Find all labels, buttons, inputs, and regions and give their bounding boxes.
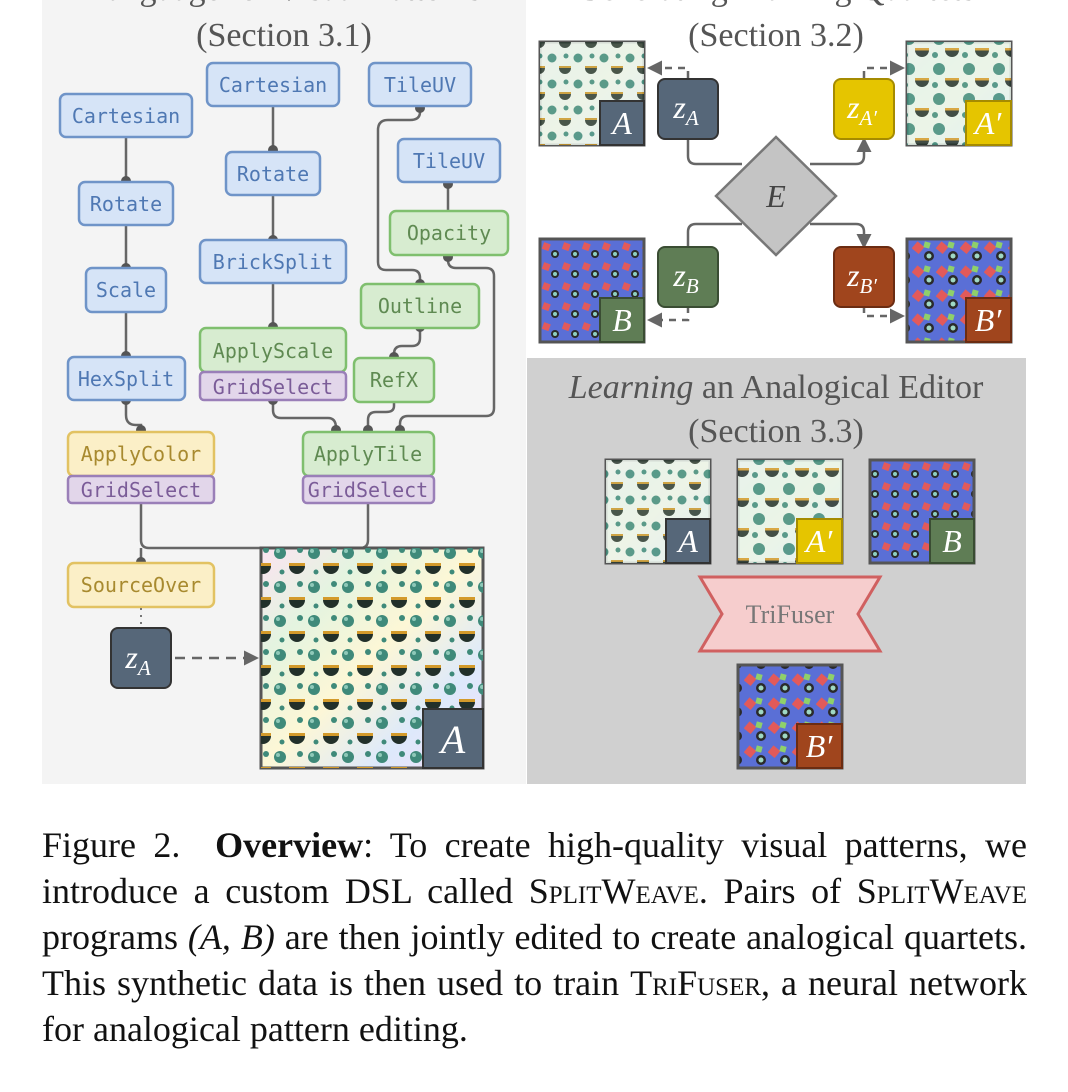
svg-text:B: B	[612, 302, 632, 338]
svg-text:ApplyScale: ApplyScale	[213, 339, 333, 363]
node-rotate-1: Rotate	[77, 180, 175, 227]
svg-text:TriFuser: TriFuser	[746, 600, 835, 629]
caption-text-4: are then jointly edited to create analog…	[42, 917, 1027, 1003]
svg-text:HexSplit: HexSplit	[78, 367, 174, 391]
pattern-a-thumbnail: A	[538, 40, 646, 147]
latent-z-a-left: zA	[110, 627, 172, 689]
caption-figure-label: Figure 2.	[42, 825, 181, 865]
svg-text:A: A	[438, 717, 466, 762]
node-hexsplit: HexSplit	[66, 355, 187, 402]
caption-text-5: , a neural network for analogical patter…	[42, 963, 1027, 1049]
svg-text:Cartesian: Cartesian	[219, 73, 327, 97]
svg-text:zB: zB	[672, 257, 698, 298]
svg-text:Rotate: Rotate	[90, 192, 162, 216]
svg-text:GridSelect: GridSelect	[213, 375, 333, 399]
node-scale: Scale	[84, 266, 168, 314]
svg-text:TileUV: TileUV	[413, 149, 485, 173]
node-sourceover: SourceOver	[66, 561, 216, 609]
top-right-title-line2: (Section 3.2)	[688, 17, 864, 54]
caption-text-2: . Pairs of	[698, 871, 857, 911]
svg-text:Opacity: Opacity	[407, 221, 491, 245]
node-bricksplit: BrickSplit	[198, 238, 348, 285]
svg-text:B′: B′	[975, 302, 1003, 338]
svg-text:Scale: Scale	[96, 278, 156, 302]
svg-text:A: A	[610, 105, 632, 141]
pattern-b-thumbnail: B	[538, 237, 646, 344]
output-pattern-b-prime: B′	[736, 663, 844, 770]
svg-text:A′: A′	[973, 105, 1003, 141]
bottom-right-title-line2: (Section 3.3)	[688, 413, 864, 450]
svg-text:zA: zA	[124, 639, 150, 680]
node-rotate-2: Rotate	[224, 150, 322, 197]
node-tileuv-1: TileUV	[367, 61, 473, 108]
node-outline: Outline	[359, 282, 481, 330]
latent-z-b: zB	[657, 246, 719, 308]
bottom-right-title-line1: Learning an Analogical Editor	[568, 369, 984, 406]
top-right-connectors	[686, 137, 872, 249]
node-applycolor: ApplyColor	[66, 430, 216, 478]
caption-text-1: : To create high-quality visual patterns…	[42, 825, 1027, 911]
svg-text:B′: B′	[806, 728, 834, 764]
latent-z-a: zA	[657, 78, 719, 140]
node-opacity: Opacity	[388, 209, 510, 257]
svg-text:GridSelect: GridSelect	[81, 478, 201, 502]
svg-text:E: E	[765, 178, 786, 214]
svg-text:GridSelect: GridSelect	[308, 478, 428, 502]
svg-text:zA: zA	[672, 89, 698, 130]
node-cartesian-1: Cartesian	[58, 92, 194, 139]
input-pattern-a: A	[604, 458, 712, 565]
input-pattern-b: B	[868, 458, 976, 565]
svg-text:TileUV: TileUV	[384, 73, 456, 97]
trifuser-block: TriFuser	[697, 575, 883, 653]
node-gridselect-2: GridSelect	[198, 370, 348, 402]
pattern-a-prime-thumbnail: A′	[905, 40, 1013, 147]
node-applytile: ApplyTile	[301, 430, 436, 478]
svg-text:B: B	[942, 523, 962, 559]
svg-text:zA′: zA′	[846, 89, 877, 130]
svg-text:A′: A′	[804, 523, 834, 559]
caption-text-3: programs	[42, 917, 188, 957]
caption-math: (A, B)	[187, 917, 275, 957]
svg-text:Rotate: Rotate	[237, 162, 309, 186]
svg-text:ApplyColor: ApplyColor	[81, 442, 201, 466]
caption-bold-overview: Overview	[215, 825, 364, 865]
output-pattern-a: A	[259, 546, 485, 770]
svg-text:RefX: RefX	[370, 368, 418, 392]
node-tileuv-2: TileUV	[396, 137, 502, 184]
svg-text:ApplyTile: ApplyTile	[314, 442, 422, 466]
svg-text:zB′: zB′	[846, 257, 877, 298]
figure-overview: Language for Visual Patterns (Section 3.…	[42, 0, 1026, 784]
svg-text:Cartesian: Cartesian	[72, 104, 180, 128]
svg-text:SourceOver: SourceOver	[81, 573, 201, 597]
node-gridselect-1: GridSelect	[66, 474, 216, 505]
caption-dsl-name: SplitWeave	[528, 871, 699, 911]
caption-model-name: TriFuser	[630, 963, 762, 1003]
input-pattern-a-prime: A′	[736, 458, 844, 565]
left-panel-title-line2: (Section 3.1)	[196, 17, 372, 54]
figure-caption: Figure 2. Overview: To create high-quali…	[42, 822, 1027, 1052]
left-panel-connectors	[124, 105, 496, 563]
left-panel-title-line1: Language for Visual Patterns	[87, 0, 482, 8]
svg-text:Outline: Outline	[378, 294, 462, 318]
node-refx: RefX	[352, 356, 436, 404]
top-right-title-line1: Generating Training Quartets	[577, 0, 976, 8]
latent-z-b-prime: zB′	[833, 246, 895, 308]
svg-text:BrickSplit: BrickSplit	[213, 250, 333, 274]
latent-z-a-prime: zA′	[833, 78, 895, 140]
node-applyscale: ApplyScale	[198, 326, 348, 374]
editor-diamond: E	[714, 135, 838, 257]
node-gridselect-3: GridSelect	[301, 474, 436, 505]
pattern-b-prime-thumbnail: B′	[905, 237, 1013, 344]
top-right-dashed-links	[647, 60, 905, 328]
caption-dsl-name-2: SplitWeave	[856, 871, 1027, 911]
node-cartesian-2: Cartesian	[205, 61, 341, 108]
svg-text:A: A	[676, 523, 698, 559]
